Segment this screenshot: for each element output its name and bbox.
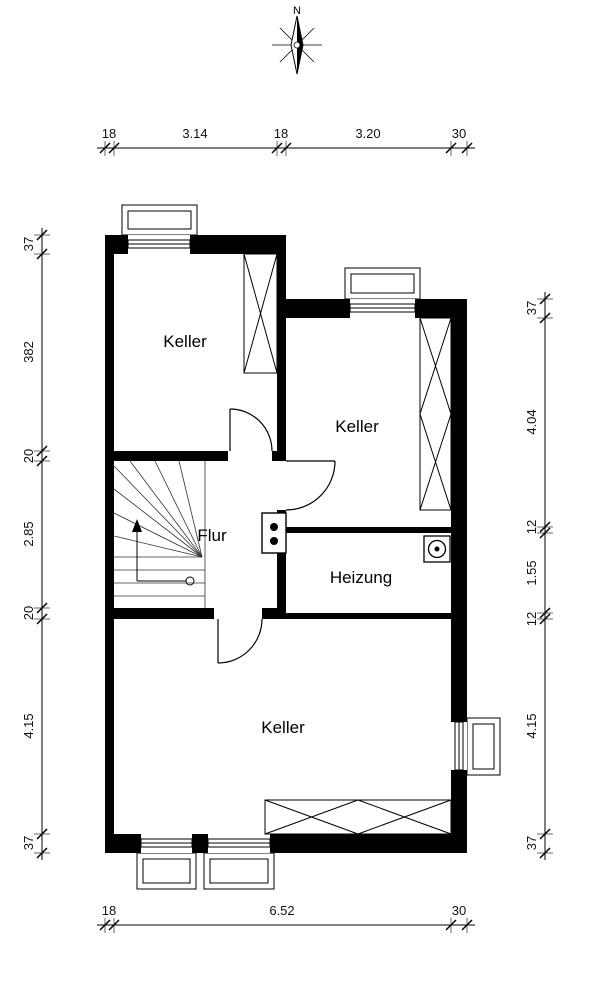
dim-top-4: 30 — [452, 126, 466, 141]
dim-left-1: 382 — [21, 341, 36, 363]
room-label-heizung: Heizung — [330, 568, 392, 587]
dim-bottom-2: 30 — [452, 903, 466, 918]
dim-top-3: 3.20 — [355, 126, 380, 141]
walls — [105, 235, 467, 853]
hatch-panel-top-right — [419, 317, 452, 511]
north-compass-icon: N — [272, 5, 322, 75]
stair-up-arrow-icon — [132, 519, 142, 532]
dim-right-0: 37 — [524, 301, 539, 315]
room-label-flur: Flur — [197, 526, 227, 545]
staircase — [113, 460, 206, 608]
hatch-panel-top-left — [243, 253, 278, 374]
door-keller-top-left — [229, 408, 273, 452]
dim-right-2: 12 — [524, 520, 539, 534]
room-label-keller-bottom: Keller — [261, 718, 305, 737]
room-label-keller-top-right: Keller — [335, 417, 379, 436]
dim-right-1: 4.04 — [524, 409, 539, 434]
window-glazing — [127, 239, 464, 848]
boiler-icon — [423, 535, 451, 563]
hatch-panel-bottom — [264, 799, 452, 835]
dim-right-6: 37 — [524, 836, 539, 850]
dim-right-4: 12 — [524, 612, 539, 626]
dim-left-4: 20 — [21, 606, 36, 620]
dimension-line-top: 18 3.14 18 3.20 30 — [97, 126, 475, 156]
door-keller-top-right — [285, 460, 336, 511]
dim-top-2: 18 — [274, 126, 288, 141]
dim-left-3: 2.85 — [21, 521, 36, 546]
dim-left-0: 37 — [21, 237, 36, 251]
dimension-line-bottom: 18 6.52 30 — [97, 903, 475, 933]
dim-left-5: 4.15 — [21, 713, 36, 738]
dim-top-1: 3.14 — [182, 126, 207, 141]
window-casings — [121, 204, 501, 890]
compass-north-label: N — [293, 5, 301, 17]
dimension-line-right: 37 4.04 12 1.55 12 4.15 37 — [524, 292, 553, 860]
dim-right-5: 4.15 — [524, 713, 539, 738]
dim-bottom-1: 6.52 — [269, 903, 294, 918]
stair-walk-line — [132, 519, 195, 586]
dimension-line-left: 37 382 20 2.85 20 4.15 37 — [21, 228, 50, 860]
door-keller-bottom — [217, 618, 263, 664]
dim-left-2: 20 — [21, 449, 36, 463]
dim-right-3: 1.55 — [524, 560, 539, 585]
dim-left-6: 37 — [21, 836, 36, 850]
dim-top-0: 18 — [102, 126, 116, 141]
room-label-keller-top-left: Keller — [163, 332, 207, 351]
dim-bottom-0: 18 — [102, 903, 116, 918]
wall-openings — [128, 235, 467, 853]
chimney-icon — [261, 512, 287, 554]
